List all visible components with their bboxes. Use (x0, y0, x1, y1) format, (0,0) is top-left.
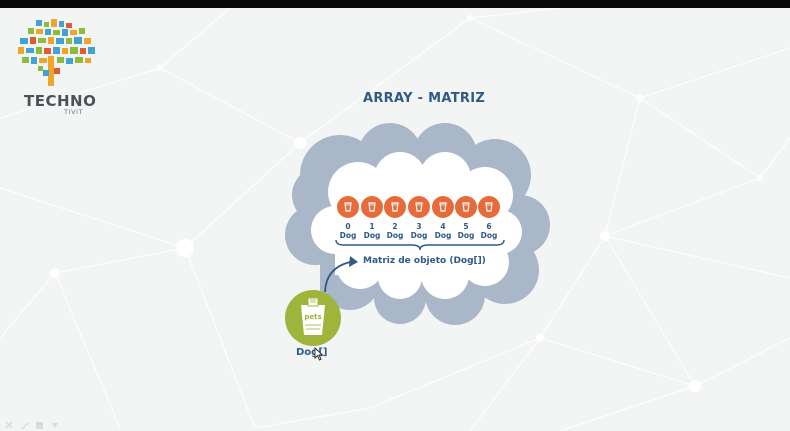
player-controls (5, 421, 58, 430)
reference-arrow (324, 256, 358, 293)
menu-icon (52, 423, 58, 428)
array-element: 5 Dog (454, 196, 478, 240)
array-index: 3 (416, 222, 422, 231)
cup-icon (361, 196, 383, 218)
array-element: 0 Dog (336, 196, 360, 240)
expand-icon (5, 421, 13, 429)
array-index: 2 (392, 222, 398, 231)
array-element: 3 Dog (407, 196, 431, 240)
array-type-label: Dog (363, 231, 381, 240)
video-top-bar (0, 0, 790, 8)
array-element: 6 Dog (477, 196, 501, 240)
techno-tivit-logo (18, 19, 95, 86)
array-index: 6 (486, 222, 492, 231)
network-background (0, 8, 790, 431)
array-type-label: Dog (386, 231, 404, 240)
array-index: 0 (345, 222, 351, 231)
array-element: 4 Dog (431, 196, 455, 240)
dog-array: 0 Dog 1 Dog 2 Dog 3 Dog 4 Dog 5 Dog (336, 196, 506, 246)
array-element: 1 Dog (360, 196, 384, 240)
array-type-label: Dog (339, 231, 357, 240)
array-type-label: Dog (457, 231, 475, 240)
array-index: 1 (369, 222, 375, 231)
array-index: 4 (440, 222, 446, 231)
pets-cup-icon: pets (285, 290, 341, 346)
array-type-label: Dog (410, 231, 428, 240)
logo-wordmark: TECHNO (24, 92, 97, 110)
pets-label: pets (304, 313, 321, 321)
pen-icon (21, 422, 29, 430)
logo-subtitle: TIVIT (64, 108, 84, 116)
cup-icon (384, 196, 406, 218)
variable-label: Dog[] (296, 347, 328, 358)
array-index: 5 (463, 222, 469, 231)
slide-title: ARRAY - MATRIZ (363, 91, 486, 106)
cup-icon (408, 196, 430, 218)
array-brace (335, 239, 505, 251)
array-element: 2 Dog (383, 196, 407, 240)
cup-icon (478, 196, 500, 218)
array-type-label: Dog (434, 231, 452, 240)
array-type-label: Dog (480, 231, 498, 240)
array-caption: Matriz de objeto (Dog[]) (363, 256, 486, 266)
cup-icon (455, 196, 477, 218)
cup-icon (432, 196, 454, 218)
stop-icon (36, 422, 43, 429)
cup-icon (337, 196, 359, 218)
mouse-cursor-icon (314, 347, 324, 361)
